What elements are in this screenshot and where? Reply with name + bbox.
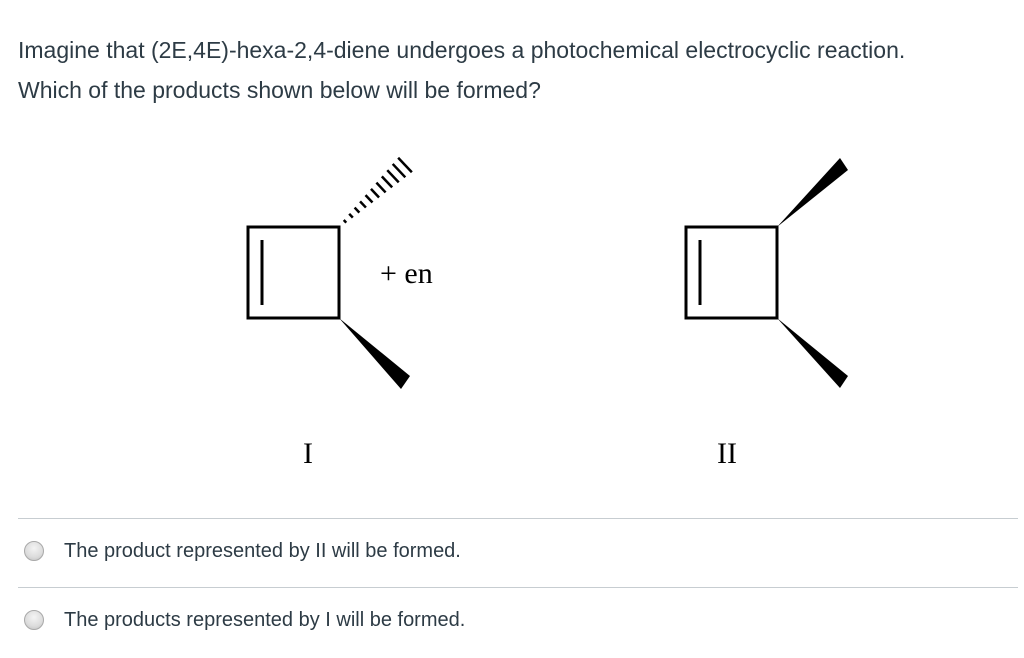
divider-middle (18, 587, 1018, 588)
structure-II: II (684, 158, 848, 470)
question-line-1: Imagine that (2E,4E)-hexa-2,4-diene unde… (18, 37, 906, 63)
question-text: Imagine that (2E,4E)-hexa-2,4-diene unde… (18, 30, 1018, 110)
cyclobutene-ring-I (246, 225, 341, 320)
radio-button[interactable] (24, 541, 44, 561)
radio-button[interactable] (24, 610, 44, 630)
cyclobutene-ring-II (684, 225, 779, 320)
solid-wedge-I (339, 318, 410, 389)
label-I: I (303, 437, 313, 470)
answer-option-2[interactable]: The products represented by I will be fo… (24, 602, 465, 638)
answer-option-1[interactable]: The product represented by II will be fo… (24, 533, 461, 569)
label-II: II (717, 437, 737, 470)
question-line-2: Which of the products shown below will b… (18, 77, 541, 103)
divider-top (18, 518, 1018, 519)
answer-option-2-label: The products represented by I will be fo… (64, 608, 466, 631)
answer-option-1-label: The product represented by II will be fo… (64, 539, 461, 562)
structure-I: + en I (246, 156, 433, 470)
plus-en-label: + en (380, 257, 433, 290)
hashed-wedge-I (342, 156, 413, 224)
solid-wedge-II-bottom (777, 318, 848, 388)
solid-wedge-II-top (777, 158, 848, 227)
